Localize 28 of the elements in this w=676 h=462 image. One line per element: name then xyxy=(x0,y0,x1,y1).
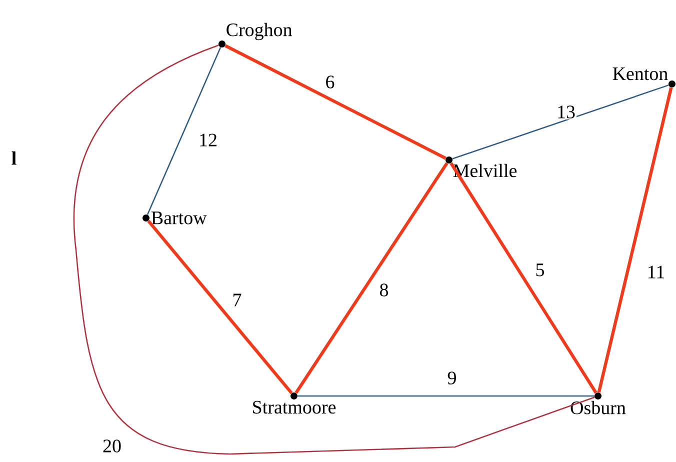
edge-label: 7 xyxy=(231,292,243,308)
edge-line xyxy=(450,162,598,394)
vertex: Osburn xyxy=(570,392,626,414)
edge-label: 11 xyxy=(646,264,666,280)
edge-line xyxy=(298,395,594,397)
edge-line xyxy=(294,162,448,394)
vertex: Bartow xyxy=(142,212,207,224)
vertex: Croghon xyxy=(218,22,292,48)
vertex: Stratmoore xyxy=(253,392,336,414)
edge-line xyxy=(73,44,595,455)
node-label: Croghon xyxy=(226,22,292,40)
edge-line xyxy=(147,220,293,394)
edge-label: 8 xyxy=(378,282,390,298)
edge-label: 20 xyxy=(102,438,122,454)
edge-line xyxy=(146,47,222,215)
part-label: l xyxy=(12,151,16,165)
edge-line xyxy=(597,87,673,393)
edge-label: 13 xyxy=(556,104,576,120)
edge-label: 9 xyxy=(446,370,458,386)
vertex: Kenton xyxy=(612,68,676,88)
node-label: Osburn xyxy=(570,400,626,414)
node-label: Stratmoore xyxy=(253,400,336,414)
node-label: Kenton xyxy=(612,68,668,80)
edge-line xyxy=(224,44,446,160)
edge-label: 6 xyxy=(324,74,336,90)
edge-label: 5 xyxy=(534,262,546,278)
edge-label: 12 xyxy=(198,132,218,148)
edge-line xyxy=(452,84,669,160)
